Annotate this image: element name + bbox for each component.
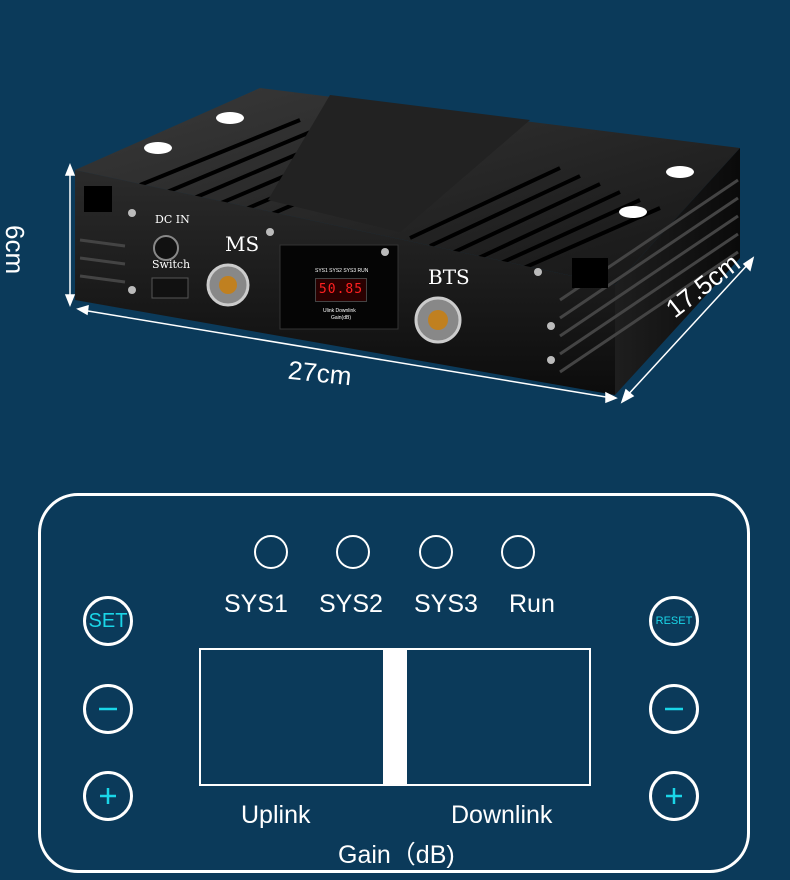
bts-port-label: BTS bbox=[428, 265, 470, 289]
led-sys1 bbox=[254, 535, 288, 569]
front-vent bbox=[572, 258, 608, 288]
right-plus-button[interactable] bbox=[649, 771, 699, 821]
front-vent bbox=[84, 186, 112, 212]
led-label-sys1: SYS1 bbox=[224, 590, 288, 618]
gain-label: Gain（dB) bbox=[338, 841, 455, 869]
reset-button-label: RESET bbox=[655, 615, 693, 627]
device-center-plate bbox=[268, 95, 530, 232]
amplifier-illustration bbox=[64, 88, 755, 404]
mount-hole bbox=[619, 206, 647, 218]
right-minus-button[interactable] bbox=[649, 684, 699, 734]
height-dimension: 6cm bbox=[0, 225, 30, 275]
dimension-lines bbox=[64, 162, 755, 404]
mini-ud-label: Ulink Downlink bbox=[323, 308, 356, 314]
led-label-sys3: SYS3 bbox=[414, 590, 478, 618]
minus-icon bbox=[665, 707, 683, 711]
mini-sys-row: SYS1 SYS2 SYS3 RUN bbox=[315, 268, 369, 274]
dc-jack bbox=[153, 235, 179, 261]
set-button[interactable]: SET bbox=[83, 596, 133, 646]
gain-display: 50.85 bbox=[315, 278, 367, 302]
width-dimension: 27cm bbox=[286, 354, 354, 392]
led-sys2 bbox=[336, 535, 370, 569]
display-divider bbox=[384, 648, 406, 786]
plus-icon bbox=[100, 788, 116, 804]
minus-icon bbox=[99, 707, 117, 711]
mini-gain-label: Gain(dB) bbox=[331, 315, 352, 321]
downlink-label: Downlink bbox=[451, 801, 553, 829]
downlink-gain-display bbox=[405, 648, 591, 786]
left-plus-button[interactable] bbox=[83, 771, 133, 821]
plus-icon bbox=[666, 788, 682, 804]
set-button-label: SET bbox=[88, 609, 128, 632]
led-label-run: Run bbox=[509, 590, 555, 618]
reset-button[interactable]: RESET bbox=[649, 596, 699, 646]
led-run bbox=[501, 535, 535, 569]
power-switch bbox=[151, 277, 189, 299]
mini-panel-overlay: SYS1 SYS2 SYS3 RUN 50.85 Ulink Downlink … bbox=[285, 248, 397, 328]
uplink-gain-display bbox=[199, 648, 385, 786]
led-sys3 bbox=[419, 535, 453, 569]
ms-port-label: MS bbox=[225, 232, 260, 256]
mount-hole bbox=[144, 142, 172, 154]
dc-in-label: DC IN bbox=[155, 213, 190, 226]
device-side bbox=[615, 148, 740, 395]
mount-hole bbox=[216, 112, 244, 124]
mount-hole bbox=[666, 166, 694, 178]
led-label-sys2: SYS2 bbox=[319, 590, 383, 618]
left-minus-button[interactable] bbox=[83, 684, 133, 734]
switch-label: Switch bbox=[152, 258, 191, 271]
product-photo: 6cm 27cm 17.5cm MS BTS DC IN Switch SYS1… bbox=[0, 0, 790, 430]
control-panel-diagram bbox=[38, 493, 750, 873]
uplink-label: Uplink bbox=[241, 801, 311, 829]
